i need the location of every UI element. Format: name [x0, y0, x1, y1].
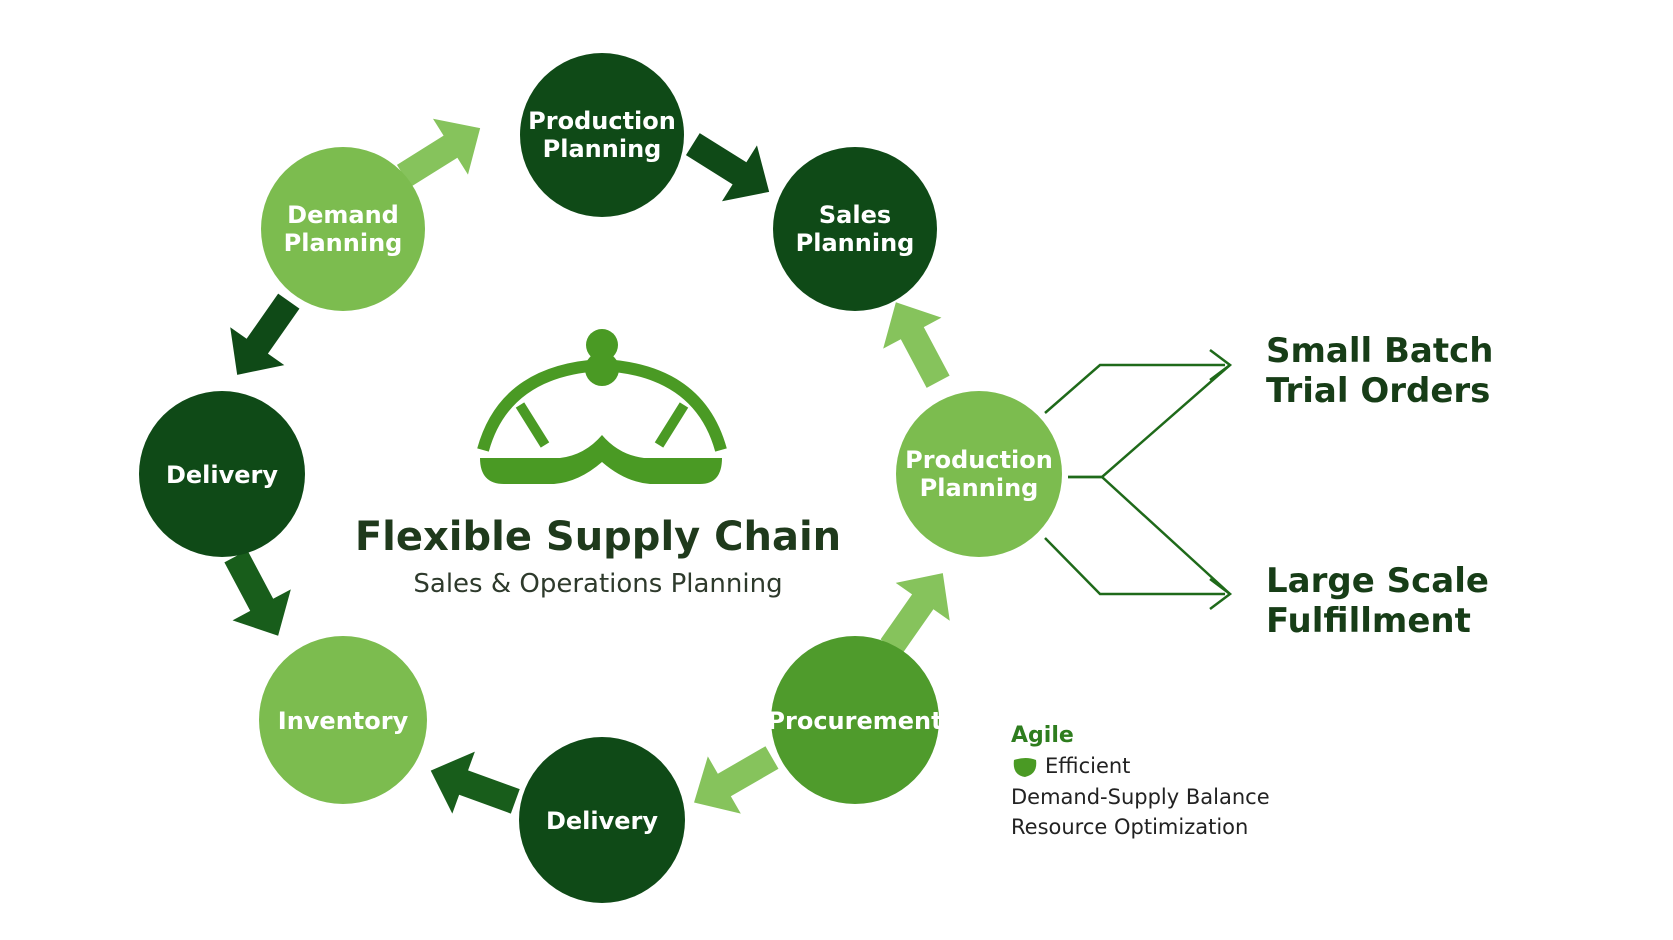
node-circle	[520, 53, 684, 217]
node-sales-planning: Sales Planning	[773, 147, 937, 311]
arrow-procurement-to-production	[880, 573, 950, 655]
node-label-line: Planning	[796, 229, 915, 257]
node-label-line: Procurement	[767, 707, 942, 735]
arrow-delivery-to-inventory	[224, 550, 291, 636]
node-label-line: Planning	[284, 229, 403, 257]
node-label-line: Production	[528, 107, 676, 135]
node-production-planning-top: Production Planning	[520, 53, 684, 217]
arrow-procurement-to-delivery	[694, 746, 779, 814]
node-production-planning-right: Production Planning	[896, 391, 1062, 557]
node-circle	[259, 636, 427, 804]
node-demand-planning: Demand Planning	[261, 147, 425, 311]
cycle-arrows	[224, 118, 950, 814]
node-label-line: Planning	[543, 135, 662, 163]
node-label-line: Planning	[920, 474, 1039, 502]
node-label-line: Delivery	[166, 461, 278, 489]
node-circle	[896, 391, 1062, 557]
node-label-line: Demand	[287, 201, 399, 229]
node-circle	[773, 147, 937, 311]
node-circle	[139, 391, 305, 557]
node-circle	[519, 737, 685, 903]
node-label-line: Inventory	[278, 707, 409, 735]
node-circle	[261, 147, 425, 311]
node-delivery-bottom: Delivery	[519, 737, 685, 903]
legend-item: Resource Optimization	[1011, 815, 1248, 839]
node-label-line: Delivery	[546, 807, 658, 835]
page-subtitle: Sales & Operations Planning	[413, 569, 782, 599]
balance-scale-icon	[477, 329, 727, 484]
branch-connectors	[1044, 349, 1233, 610]
branch-top-line: Small Batch	[1266, 331, 1493, 371]
page-title: Flexible Supply Chain	[355, 514, 841, 560]
node-label-line: Sales	[819, 201, 891, 229]
arrow-demand-to-delivery	[230, 293, 300, 375]
arrow-delivery-to-inventory-bottom	[430, 751, 520, 814]
arrow-production-to-sales-right	[883, 302, 950, 388]
legend-item: Demand-Supply Balance	[1011, 785, 1270, 809]
arrow-production-to-sales	[685, 133, 770, 202]
legend: Agile Efficient Demand-Supply Balance Re…	[1011, 723, 1270, 839]
arrow-demand-to-production	[396, 118, 481, 187]
node-label-line: Production	[905, 446, 1053, 474]
legend-title: Agile	[1011, 723, 1074, 748]
node-inventory: Inventory	[259, 636, 427, 804]
legend-item: Efficient	[1045, 754, 1130, 778]
branch-bottom-line: Fulfillment	[1266, 601, 1471, 641]
node-delivery-left: Delivery	[139, 391, 305, 557]
branch-bottom-line: Large Scale	[1266, 561, 1489, 601]
node-procurement: Procurement	[767, 636, 943, 804]
branch-top-line: Trial Orders	[1266, 371, 1490, 411]
leaf-icon	[1013, 758, 1037, 777]
node-circle	[771, 636, 939, 804]
